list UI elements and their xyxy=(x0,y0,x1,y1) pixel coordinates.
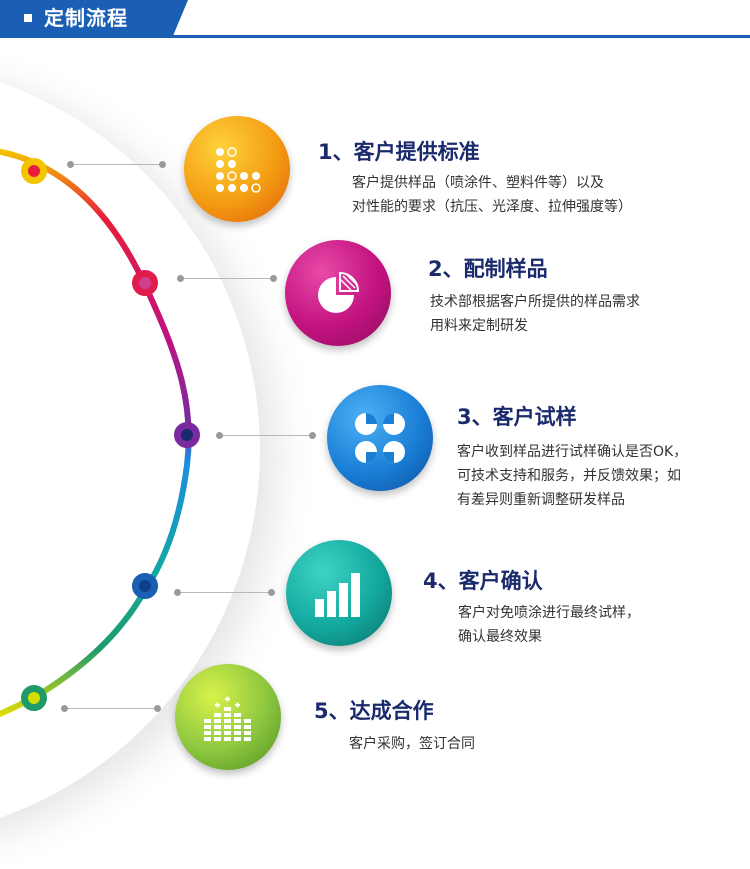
pie-chart-icon xyxy=(318,271,360,313)
step-2-desc-line-2: 用料来定制研发 xyxy=(430,318,528,334)
step-3-desc-line-3: 有差异则重新调整研发样品 xyxy=(457,492,625,508)
step-2-icon-circle xyxy=(285,240,391,346)
step-1-icon-circle xyxy=(184,116,290,222)
step-1-desc-line-1: 客户提供样品（喷涂件、塑料件等）以及 xyxy=(352,175,604,191)
step-3-description: 客户收到样品进行试样确认是否OK， 可技术支持和服务，并反馈效果；如 有差异则重… xyxy=(457,440,687,512)
circles-icon xyxy=(355,413,405,463)
equalizer-icon xyxy=(204,696,251,741)
timeline-dot-4 xyxy=(132,573,158,599)
step-4-title: 4、客户确认 xyxy=(423,569,543,593)
step-1-title: 1、客户提供标准 xyxy=(318,140,480,164)
section-header: 定制流程 xyxy=(0,0,750,38)
step-3-icon-circle xyxy=(327,385,433,491)
timeline-dot-2 xyxy=(132,270,158,296)
connector-3 xyxy=(216,432,316,439)
step-5-title: 5、达成合作 xyxy=(314,699,434,723)
connector-1 xyxy=(67,161,166,168)
step-4-description: 客户对免喷涂进行最终试样， 确认最终效果 xyxy=(458,601,640,649)
step-1-description: 客户提供样品（喷涂件、塑料件等）以及 对性能的要求（抗压、光泽度、拉伸强度等） xyxy=(352,171,632,219)
bullet-square-icon xyxy=(24,14,32,22)
connector-4 xyxy=(174,589,275,596)
timeline-dot-1 xyxy=(21,158,47,184)
header-underline xyxy=(0,35,750,38)
step-1-desc-line-2: 对性能的要求（抗压、光泽度、拉伸强度等） xyxy=(352,199,632,215)
bar-chart-icon xyxy=(315,573,360,617)
step-3-title: 3、客户试样 xyxy=(457,405,577,429)
timeline-dot-5 xyxy=(21,685,47,711)
step-3-desc-line-1: 客户收到样品进行试样确认是否OK， xyxy=(457,444,688,460)
step-2-desc-line-1: 技术部根据客户所提供的样品需求 xyxy=(430,294,640,310)
timeline-dot-3 xyxy=(174,422,200,448)
connector-5 xyxy=(61,705,161,712)
connector-2 xyxy=(177,275,277,282)
step-2-title: 2、配制样品 xyxy=(428,257,548,281)
step-4-icon-circle xyxy=(286,540,392,646)
step-4-desc-line-1: 客户对免喷涂进行最终试样， xyxy=(458,605,640,621)
step-5-desc-line-1: 客户采购，签订合同 xyxy=(349,736,475,752)
step-5-icon-circle xyxy=(175,664,281,770)
grid-dots-icon xyxy=(216,147,261,193)
step-4-desc-line-2: 确认最终效果 xyxy=(458,629,542,645)
step-3-desc-line-2: 可技术支持和服务，并反馈效果；如 xyxy=(457,468,681,484)
step-5-description: 客户采购，签订合同 xyxy=(349,732,475,756)
section-title: 定制流程 xyxy=(44,6,128,30)
step-2-description: 技术部根据客户所提供的样品需求 用料来定制研发 xyxy=(430,290,640,338)
